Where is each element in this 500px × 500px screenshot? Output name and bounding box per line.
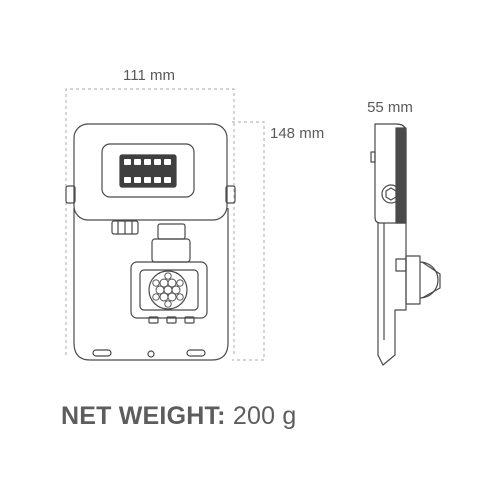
right-pivot [225,185,236,204]
width-label: 111 mm [123,67,175,84]
width-guide [65,88,235,355]
left-pivot [65,185,76,204]
mounting-bracket [73,208,229,361]
side-sensor [405,255,421,305]
height-guide [232,121,265,361]
sensor-arm [157,223,186,240]
depth-label: 55 mm [367,99,413,116]
mount-slot-left [92,349,112,357]
dimension-guides [65,88,265,361]
side-view [370,123,441,366]
side-bracket [377,223,407,366]
front-view [65,123,236,361]
net-weight: NET WEIGHT: 200 g [61,402,296,431]
lamp-head [73,123,228,221]
pir-sensor-lens [148,270,188,310]
net-weight-value: 200 g [232,402,297,430]
mount-hole-center [147,350,155,358]
led-array [119,154,177,188]
mount-slot-right [186,349,206,357]
led-window [101,143,195,198]
height-label: 148 mm [270,125,324,142]
side-pivot-bolt [381,184,401,204]
net-weight-label: NET WEIGHT: [61,402,226,430]
sensor-housing [130,261,208,319]
